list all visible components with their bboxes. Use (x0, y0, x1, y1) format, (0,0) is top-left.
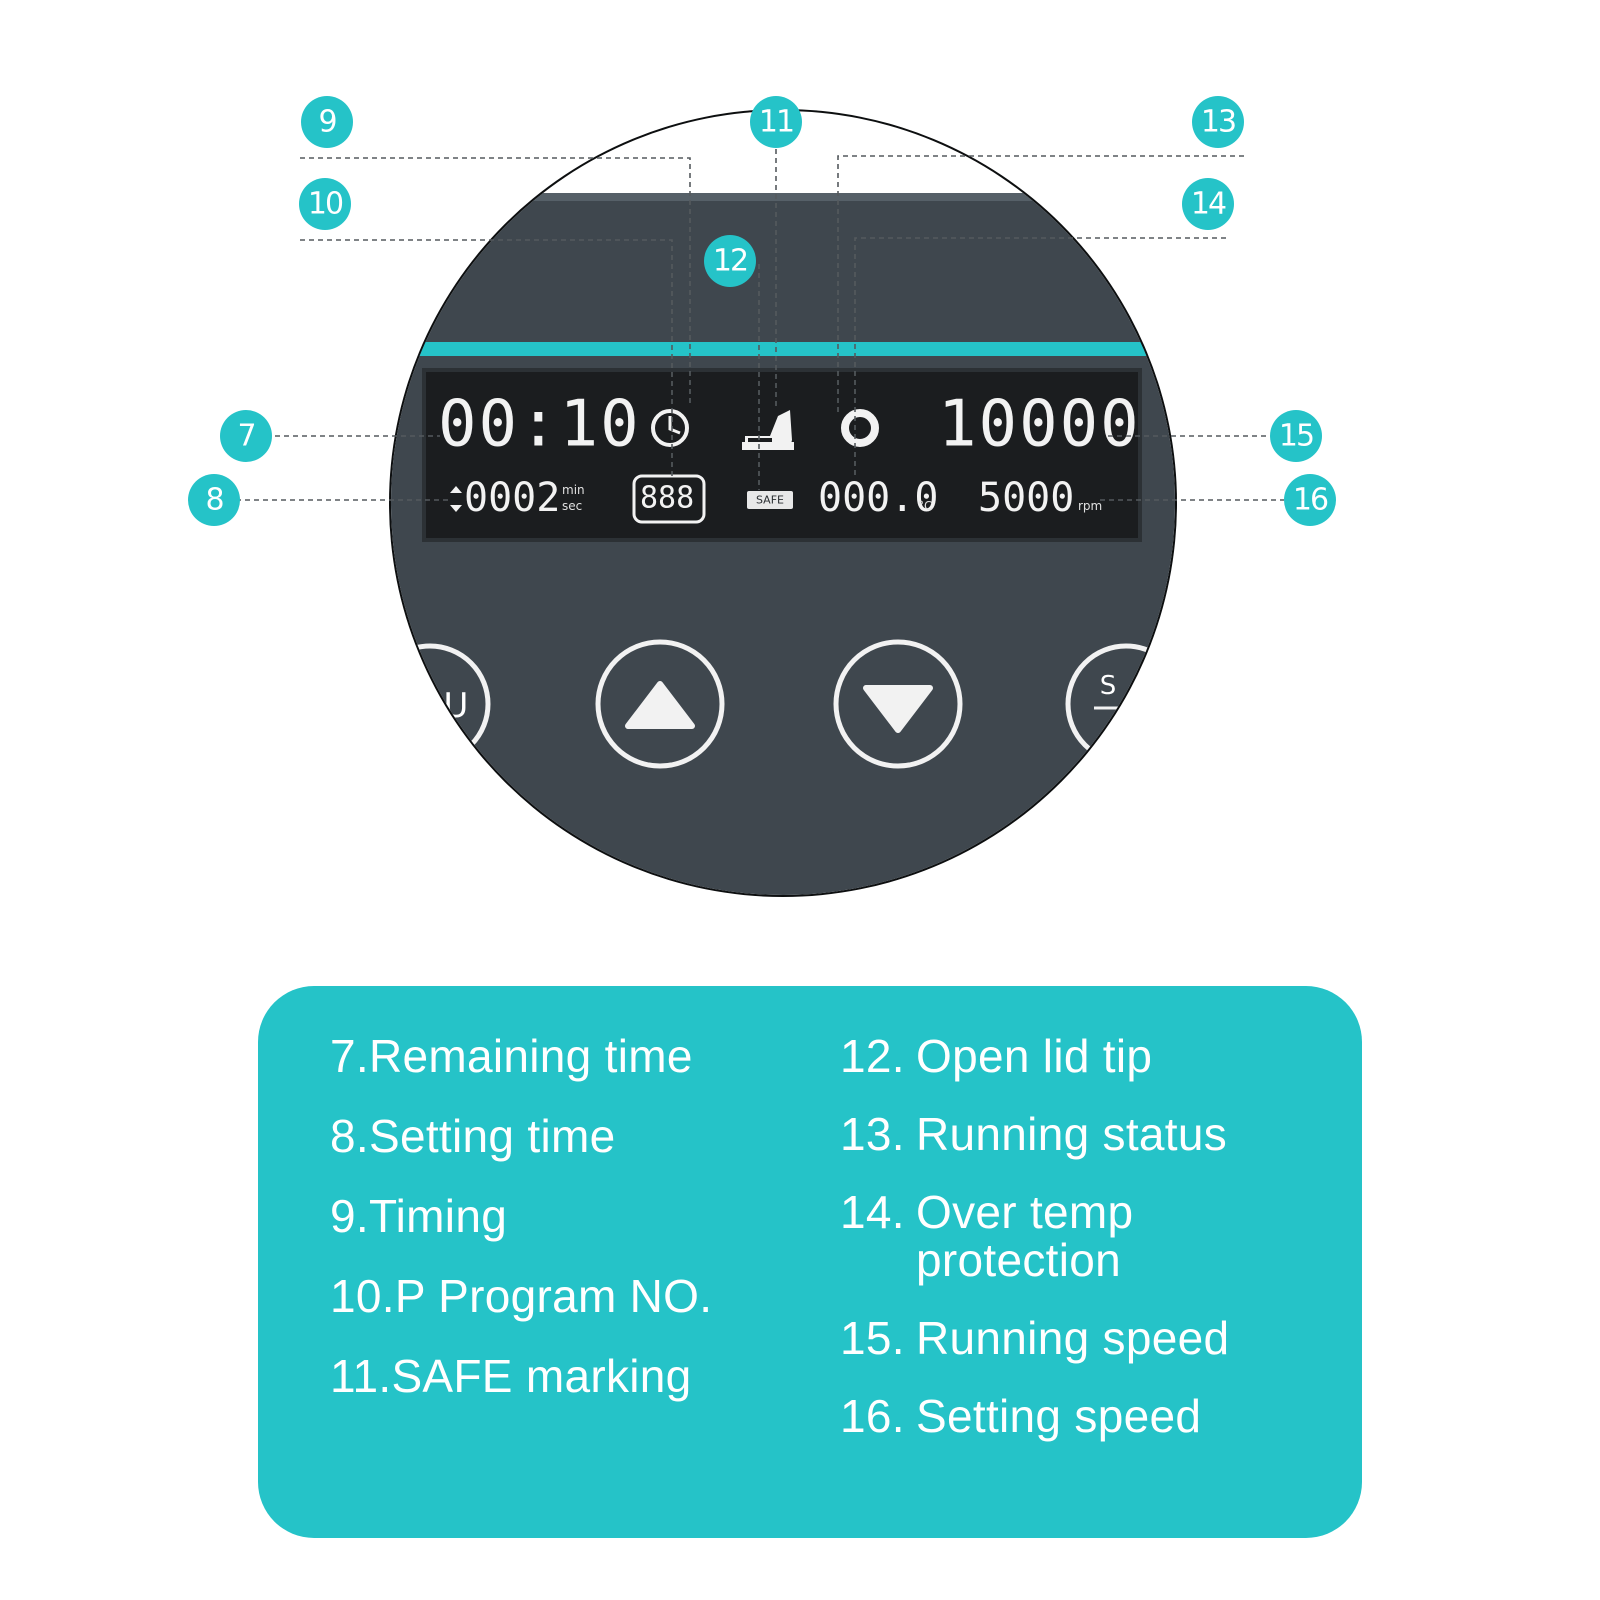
setting-time-unit-sec: sec (562, 499, 582, 513)
svg-text:14: 14 (1191, 187, 1226, 222)
callout-badge-10: 10 (299, 178, 351, 230)
lcd-display (422, 368, 1142, 542)
svg-text:13: 13 (1201, 105, 1235, 140)
open-lid-icon (742, 410, 794, 450)
callout-badge-15: 15 (1270, 410, 1322, 462)
callout-badge-11: 11 (750, 96, 802, 148)
svg-text:11: 11 (759, 105, 793, 140)
svg-text:15: 15 (1279, 419, 1313, 454)
running-status-icon (841, 409, 879, 447)
accent-stripe (391, 342, 1175, 356)
legend-item-7: 7.Remaining time (330, 1030, 693, 1082)
panel-surface (391, 193, 1175, 895)
remaining-time-value: 00:10 (438, 388, 641, 462)
callout-badge-8: 8 (188, 474, 240, 526)
setting-time-value: 0002 (464, 475, 560, 521)
callout-badge-14: 14 (1182, 178, 1234, 230)
legend-item-12: 12.Open lid tip (840, 1030, 1153, 1082)
svg-text:7: 7 (237, 419, 254, 454)
temperature-unit: °C (918, 499, 932, 513)
clock-icon (651, 409, 689, 447)
legend-item-11: 11.SAFE marking (330, 1350, 692, 1402)
program-number-box: 888 (632, 474, 706, 524)
set-button-label: S (1100, 671, 1117, 701)
legend-panel: 7.Remaining time 8.Setting time 9.Timing… (258, 986, 1362, 1538)
callout-leaders (236, 140, 1284, 501)
safe-marking: SAFE (747, 491, 793, 509)
callout-badge-12: 12 (704, 235, 756, 287)
svg-text:10: 10 (308, 187, 343, 222)
svg-text:12: 12 (713, 244, 747, 279)
svg-text:9: 9 (318, 105, 335, 140)
setting-time-unit-min: min (562, 483, 585, 497)
temperature-value: 000.0 (818, 475, 938, 521)
legend-item-15: 15.Running speed (840, 1312, 1230, 1364)
svg-text:16: 16 (1293, 483, 1328, 518)
legend-column-right: 12.Open lid tip 13.Running status 14.Ove… (840, 1032, 1276, 1470)
svg-text:8: 8 (205, 483, 223, 518)
down-arrow-icon (863, 685, 933, 733)
safe-label: SAFE (756, 494, 784, 507)
running-speed-value: 10000 (938, 388, 1141, 462)
up-button[interactable] (595, 639, 725, 769)
legend-item-9: 9.Timing (330, 1190, 508, 1242)
setting-speed-value: 5000 (978, 475, 1074, 521)
updown-arrow-icon (450, 486, 462, 512)
callout-badge-13: 13 (1192, 96, 1244, 148)
down-button[interactable] (833, 639, 963, 769)
legend-item-8: 8.Setting time (330, 1110, 616, 1162)
callout-badge-16: 16 (1284, 474, 1336, 526)
callout-badge-9: 9 (301, 96, 353, 148)
legend-item-13: 13.Running status (840, 1108, 1228, 1160)
legend-item-16: 16.Setting speed (840, 1390, 1202, 1442)
legend-item-14: 14.Over temp protection (840, 1186, 1134, 1286)
legend-item-10: 10.P Program NO. (330, 1270, 713, 1322)
magnified-panel: 00:10 10000 0002 min (389, 109, 1177, 897)
speed-unit: rpm (1078, 499, 1102, 513)
up-arrow-icon (625, 681, 695, 729)
legend-column-left: 7.Remaining time 8.Setting time 9.Timing… (330, 1032, 712, 1432)
program-number-value: 888 (640, 481, 694, 516)
callout-badge-7: 7 (220, 410, 272, 462)
